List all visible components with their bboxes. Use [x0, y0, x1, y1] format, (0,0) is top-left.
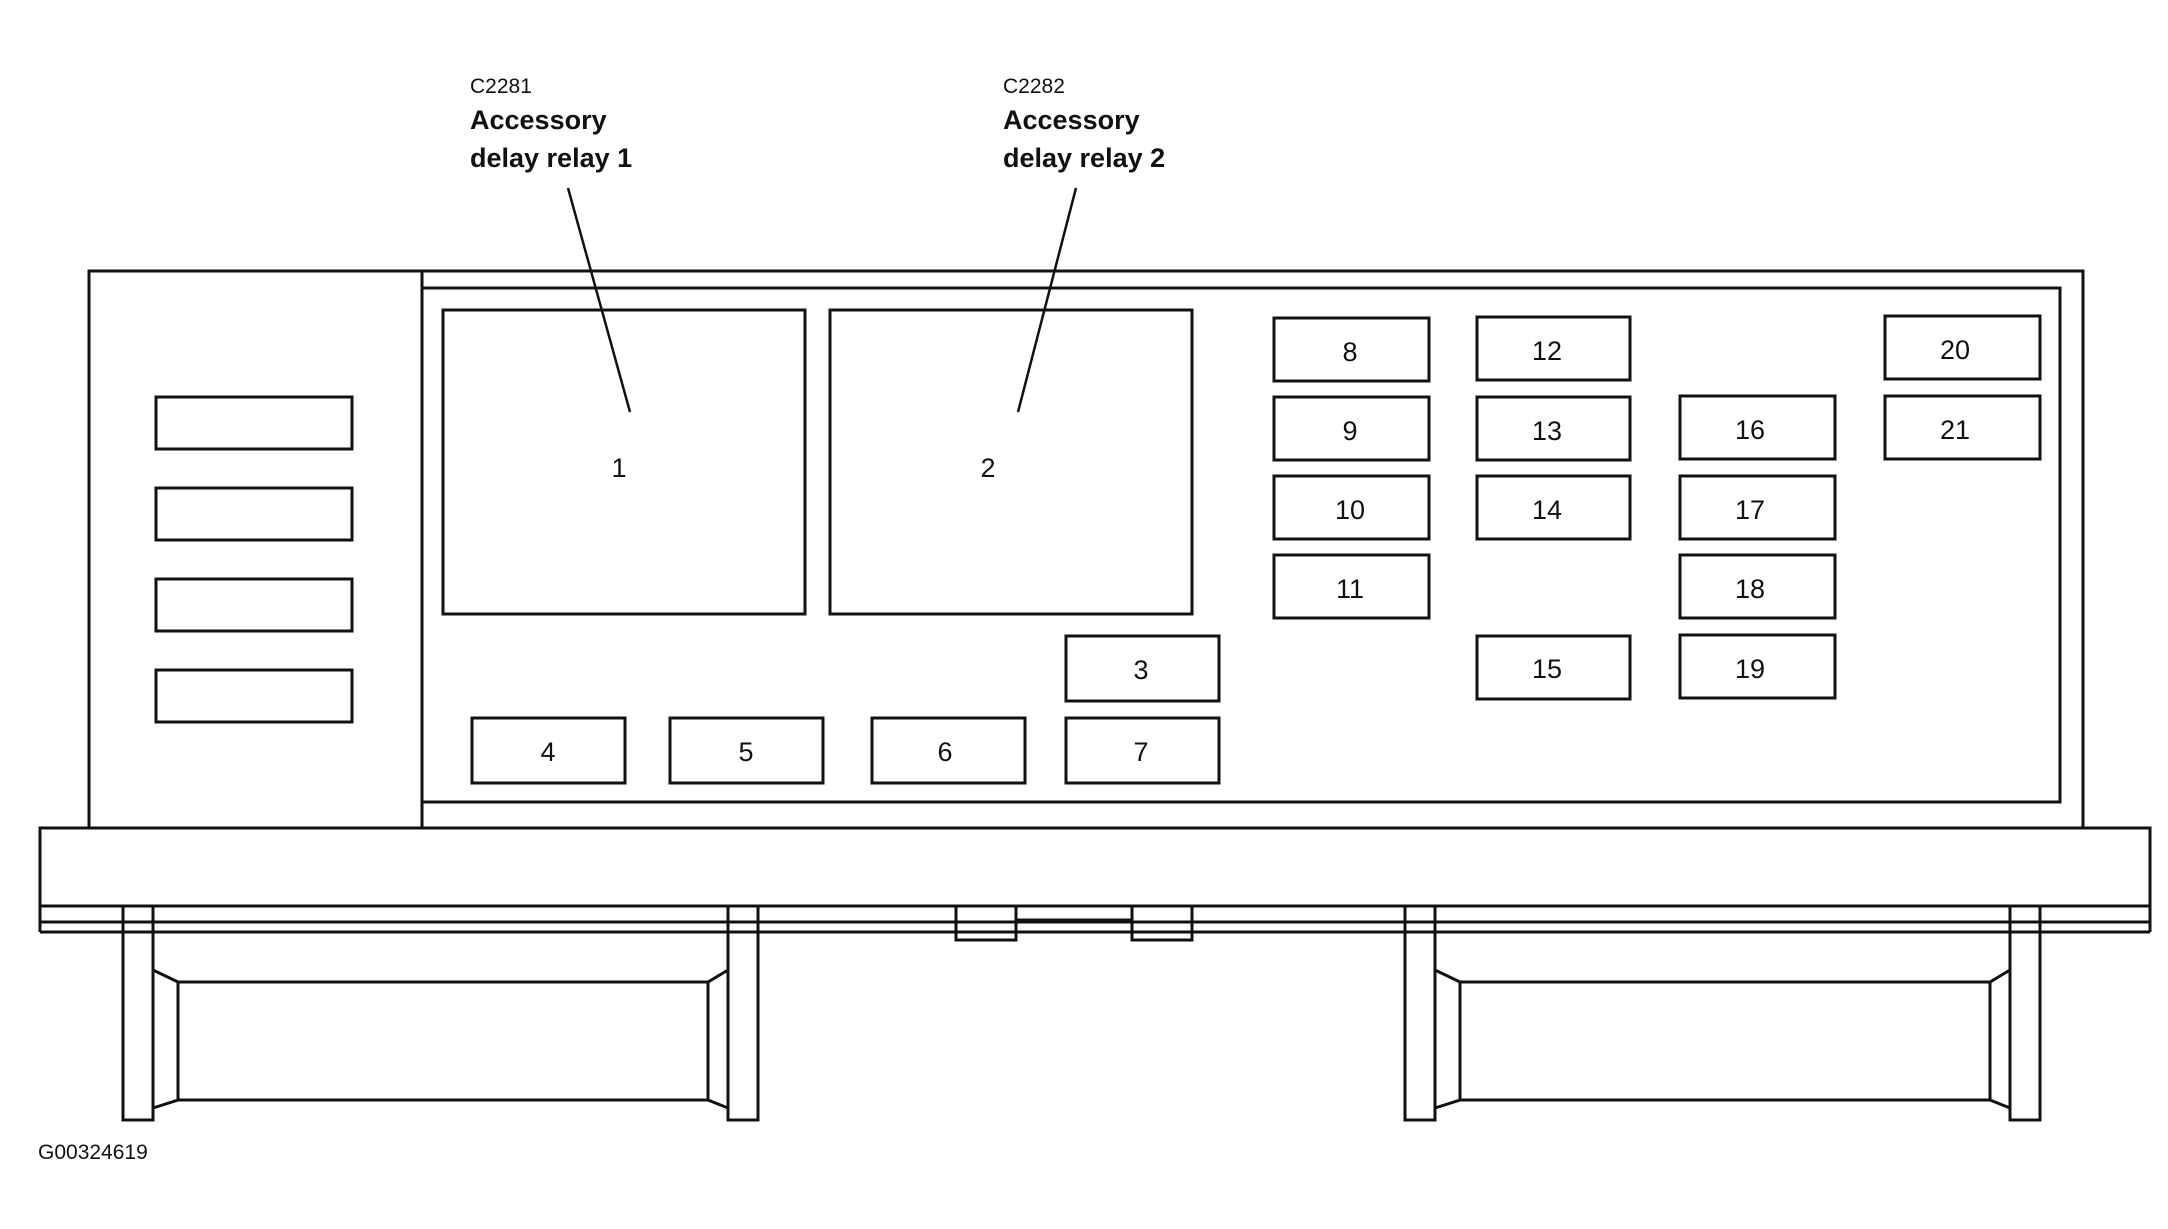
- callout-code-relay-1: C2281: [470, 75, 532, 98]
- position-label-8: 8: [1342, 337, 1357, 367]
- position-label-12: 12: [1532, 336, 1562, 366]
- position-label-13: 13: [1532, 416, 1562, 446]
- left-bracket-post-right: [726, 904, 760, 1122]
- right-bracket-frame: [1434, 968, 2011, 984]
- fuse-14-outline: [1475, 474, 1632, 541]
- callout-title-relay-2: Accessory delay relay 2: [1003, 101, 1165, 177]
- position-label-7: 7: [1133, 737, 1148, 767]
- fuse-17-outline: [1678, 474, 1837, 541]
- fuse-5-outline: [668, 716, 825, 785]
- leader-line-relay-2: [1016, 187, 1078, 413]
- position-label-18: 18: [1735, 574, 1765, 604]
- position-label-14: 14: [1532, 495, 1562, 525]
- figure-id: G00324619: [38, 1141, 148, 1164]
- right-bracket-post-right: [2008, 904, 2042, 1122]
- fuse-11-outline: [1272, 553, 1431, 620]
- callout-title-relay-2-line-2: delay relay 2: [1003, 143, 1166, 173]
- position-label-15: 15: [1532, 654, 1562, 684]
- position-label-9: 9: [1342, 416, 1357, 446]
- position-label-17: 17: [1735, 495, 1765, 525]
- right-bracket-frame-inner: [1434, 982, 1462, 1110]
- position-label-20: 20: [1940, 335, 1970, 365]
- left-slot-4: [154, 668, 354, 724]
- base-rail: [38, 826, 2152, 908]
- left-slot-2: [154, 486, 354, 542]
- callout-code-relay-2: C2282: [1003, 75, 1065, 98]
- center-clip-left: [954, 904, 1018, 942]
- fuse-16-outline: [1678, 394, 1837, 461]
- center-clip-right: [1130, 904, 1194, 942]
- position-label-10: 10: [1335, 495, 1365, 525]
- fuse-7-outline: [1064, 716, 1221, 785]
- position-label-16: 16: [1735, 415, 1765, 445]
- callout-title-relay-1-line-2: delay relay 1: [470, 143, 633, 173]
- fuse-6-outline: [870, 716, 1027, 785]
- left-bracket-frame-inner-right: [706, 982, 729, 1110]
- position-label-6: 6: [937, 737, 952, 767]
- left-bracket-post-left: [121, 904, 155, 1122]
- callout-title-relay-1-line-1: Accessory: [470, 105, 607, 135]
- position-label-1: 1: [611, 453, 626, 483]
- position-label-19: 19: [1735, 654, 1765, 684]
- fuse-15-outline: [1475, 634, 1632, 701]
- fuse-panel-outline: [420, 286, 2062, 804]
- relay-2-outline: [828, 308, 1194, 616]
- fuse-20-outline: [1883, 314, 2042, 381]
- fuse-21-outline: [1883, 394, 2042, 461]
- left-slot-1: [154, 395, 354, 451]
- position-label-3: 3: [1133, 655, 1148, 685]
- leader-line-relay-1: [566, 187, 632, 413]
- fuse-10-outline: [1272, 474, 1431, 541]
- right-bracket-post-left: [1403, 904, 1437, 1122]
- housing-outline: [87, 269, 2085, 830]
- callout-title-relay-1: Accessory delay relay 1: [470, 101, 632, 177]
- position-label-2: 2: [980, 453, 995, 483]
- fuse-9-outline: [1272, 395, 1431, 462]
- relay-1-outline: [441, 308, 807, 616]
- fuse-3-outline: [1064, 634, 1221, 703]
- position-label-21: 21: [1940, 415, 1970, 445]
- fuse-4-outline: [470, 716, 627, 785]
- fuse-13-outline: [1475, 395, 1632, 462]
- position-label-11: 11: [1336, 574, 1364, 604]
- fuse-18-outline: [1678, 553, 1837, 620]
- fuse-19-outline: [1678, 633, 1837, 700]
- fuse-8-outline: [1272, 316, 1431, 383]
- left-slot-3: [154, 577, 354, 633]
- position-label-4: 4: [540, 737, 555, 767]
- right-bracket-frame-inner-right: [1988, 982, 2011, 1110]
- callout-title-relay-2-line-1: Accessory: [1003, 105, 1140, 135]
- fuse-12-outline: [1475, 315, 1632, 382]
- left-bracket-frame-inner: [152, 982, 180, 1110]
- left-bracket-frame: [152, 968, 729, 984]
- position-label-5: 5: [738, 737, 753, 767]
